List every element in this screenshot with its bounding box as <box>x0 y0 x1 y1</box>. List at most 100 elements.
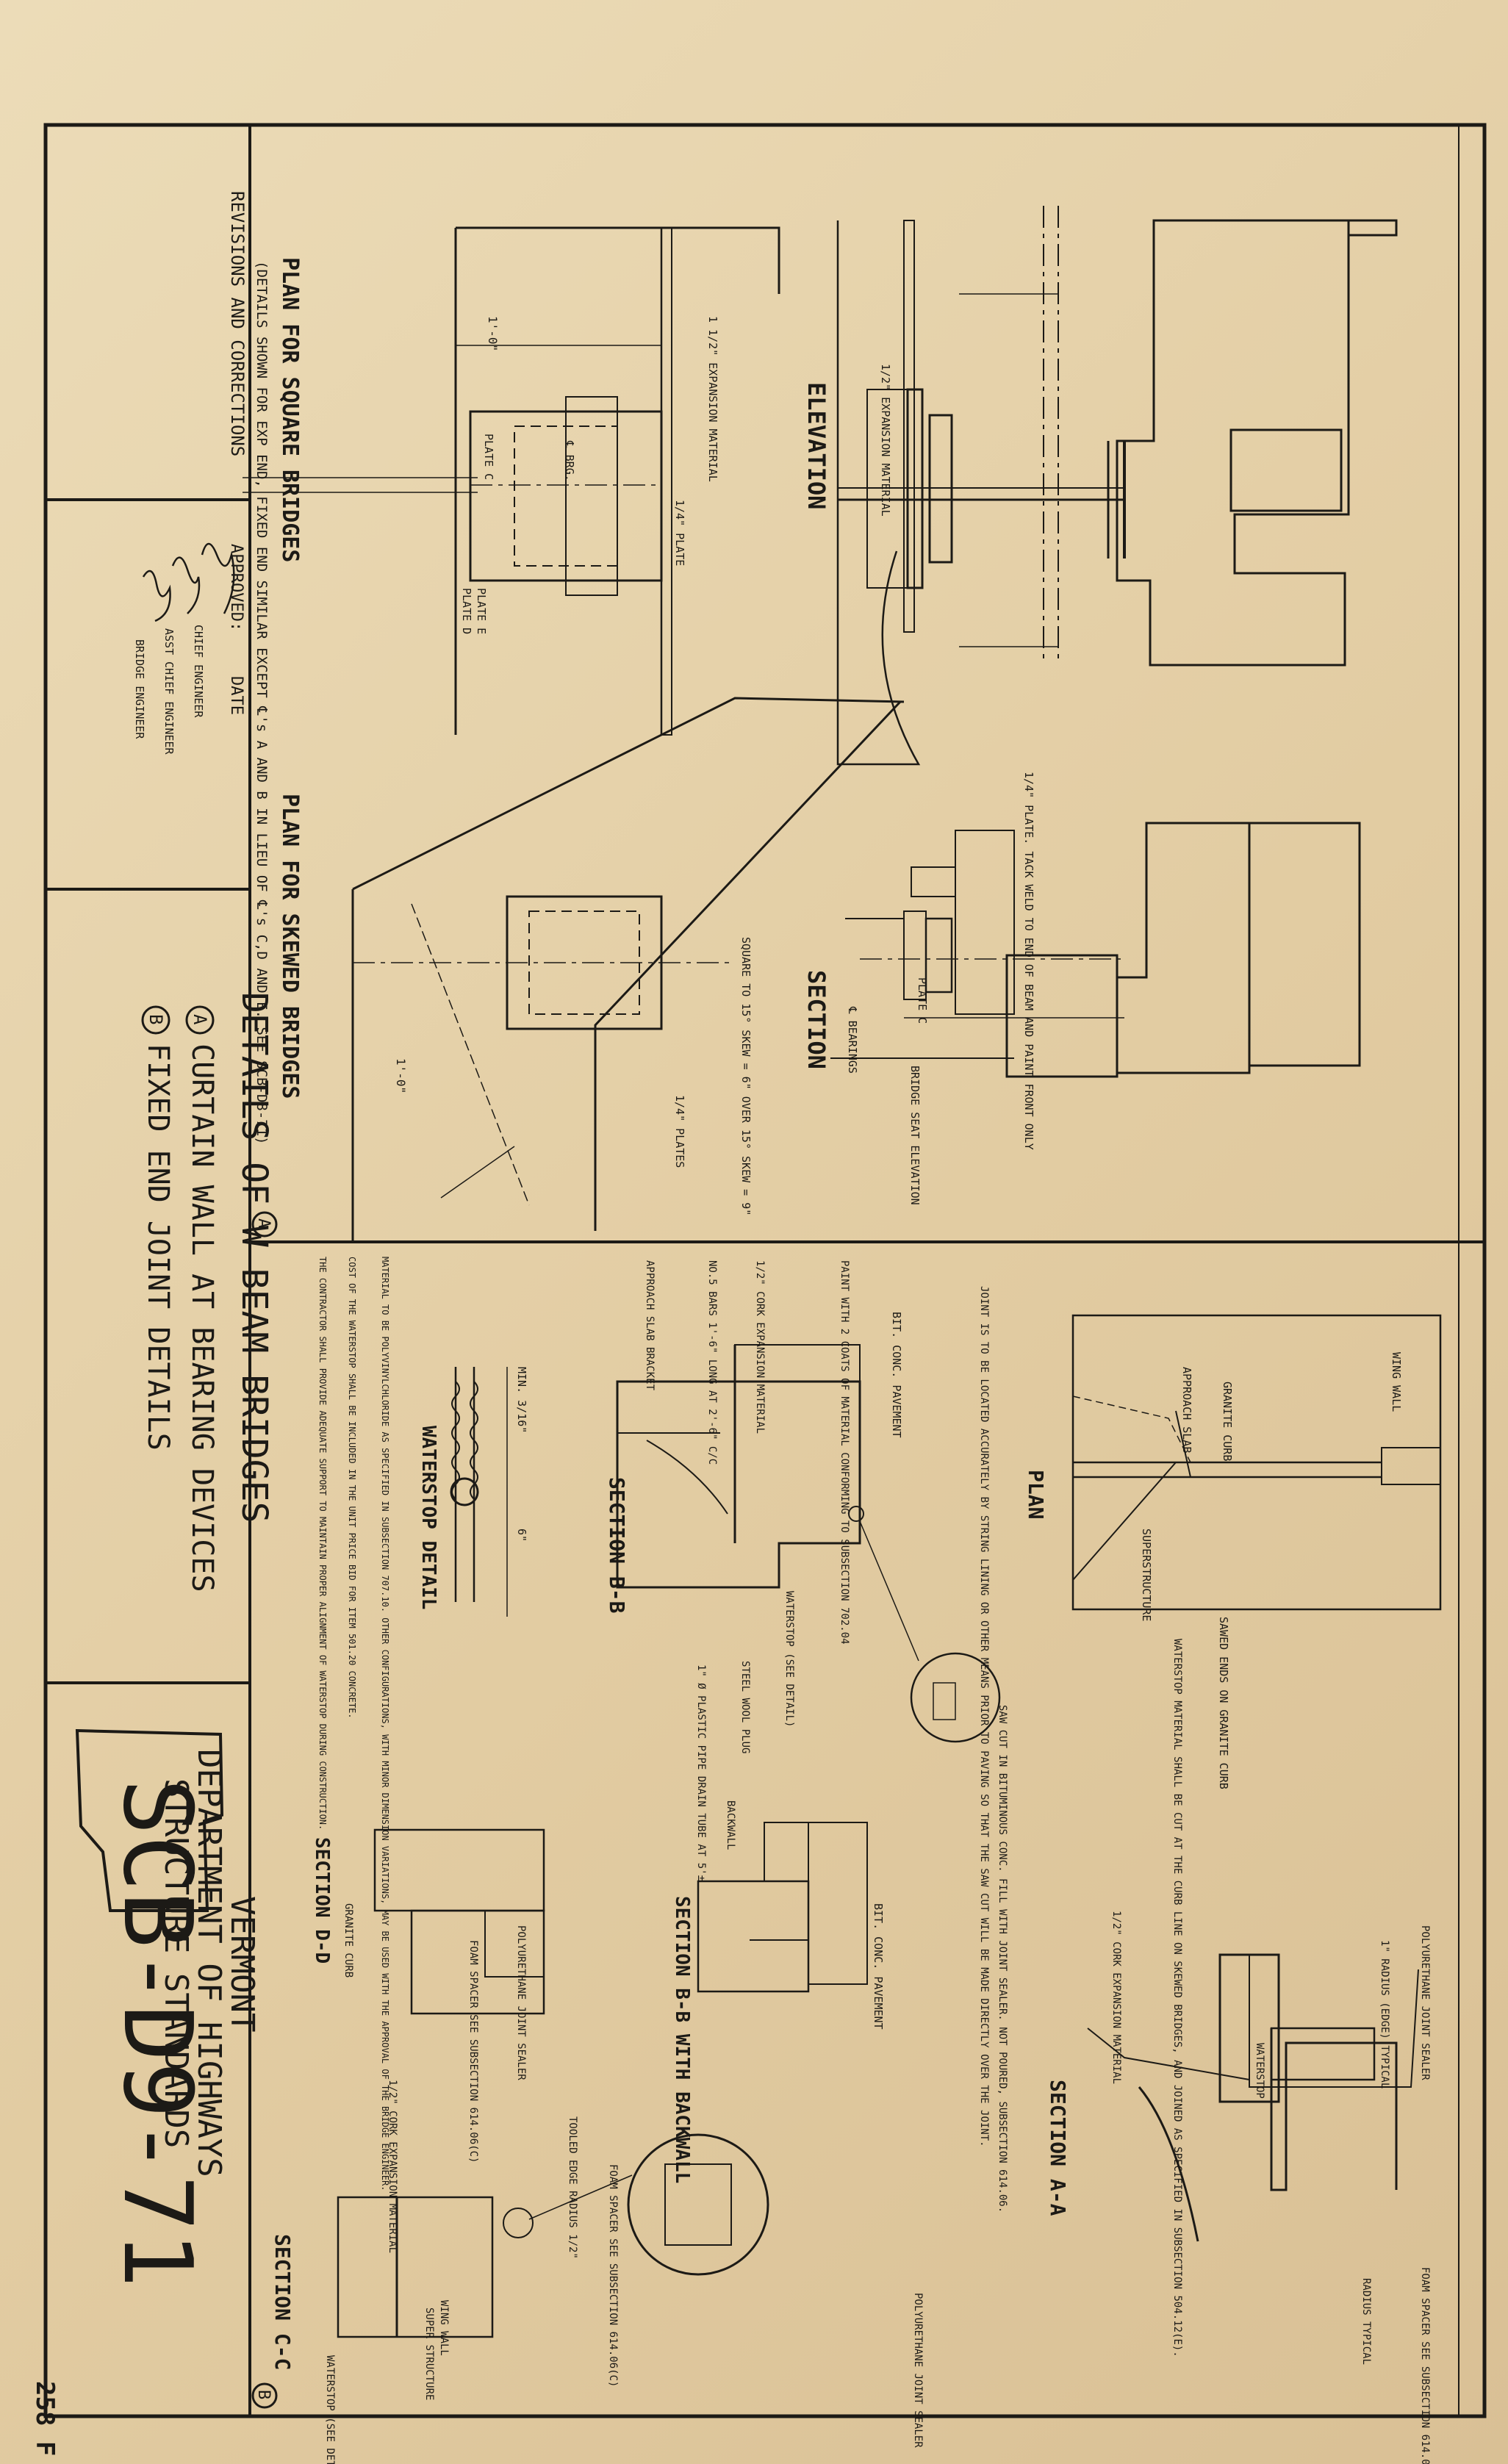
label-bit-conc-pavement: BIT. CONC. PAVEMENT <box>890 1312 903 1438</box>
elevation-view <box>836 206 1398 766</box>
item-a-text: CURTAIN WALL AT BEARING DEVICES <box>185 1044 219 1592</box>
approved-label: APPROVED: <box>227 544 245 631</box>
signature-chief <box>201 542 235 614</box>
section-title: SECTION <box>803 970 830 1069</box>
section-masonry <box>1248 822 1361 1067</box>
label-plate-c-section: PLATE C <box>916 977 929 1024</box>
plan-b-title: PLAN <box>1024 1470 1048 1519</box>
abutment-concrete <box>1116 219 1350 667</box>
label-plate-e: PLATE E <box>475 588 488 634</box>
sheet-number: SCB-D9-71 <box>102 1778 212 2288</box>
label-waterstop-see-detail: WATERSTOP (SEE DETAIL) <box>783 1591 795 1727</box>
label-polyurethane-cc: POLYURETHANE JOINT SEALER <box>912 2293 924 2448</box>
section-cc-title: SECTION C-C <box>270 2234 295 2370</box>
department-label: DEPARTMENT OF HIGHWAYS <box>190 1749 228 2177</box>
item-b-badge <box>141 1005 170 1035</box>
signature-asst <box>171 556 201 614</box>
label-waterstop-aa: WATERSTOP <box>1254 2043 1265 2099</box>
vermont-state-outline <box>75 1728 224 1912</box>
section-a-a <box>1087 1953 1419 2242</box>
section-bb-title: SECTION B-B <box>605 1477 629 1613</box>
item-a-marker: A <box>190 1014 210 1025</box>
masonry-block <box>1229 428 1343 512</box>
label-wing-wall: WING WALL <box>1390 1352 1403 1412</box>
title-block <box>46 498 250 1912</box>
label-no5-bars: NO.5 BARS 1'-6" LONG AT 2'-6" C/C <box>706 1260 718 1465</box>
plan-square-note: (DETAILS SHOWN FOR EXP END, FIXED END SI… <box>254 261 270 1145</box>
item-b-marker: B <box>146 1014 166 1024</box>
plan-square-bridges <box>243 226 780 736</box>
label-waterstop-cc: WATERSTOP (SEE DETAIL) <box>324 2355 336 2464</box>
elevation-title: ELEVATION <box>803 382 830 509</box>
label-plate-d: PLATE D <box>460 588 473 634</box>
section-dd-title: SECTION D-D <box>311 1837 333 1964</box>
label-foam-spacer-cc: FOAM SPACER SEE SUBSECTION 614.06(C) <box>607 2164 619 2387</box>
expansion-material <box>903 220 915 633</box>
item-a-badge <box>185 1005 215 1035</box>
part-b-badge <box>251 2382 278 2409</box>
bridge-engineer-label: BRIDGE ENGINEER <box>133 639 146 739</box>
label-paint-coats: PAINT WITH 2 COATS OF MATERIAL CONFORMIN… <box>839 1260 850 1645</box>
label-saw-cut: SAW CUT IN BITUMINOUS CONC. FILL WITH JO… <box>997 1705 1008 2213</box>
label-min: MIN. 3/16" <box>515 1367 528 1433</box>
plan-skewed-title: PLAN FOR SKEWED BRIDGES <box>277 794 303 1099</box>
title-main: DETAILS OF W BEAM BRIDGES <box>234 992 275 1523</box>
signature-bridge <box>142 570 171 622</box>
sheet-border <box>43 123 1487 2418</box>
agency-label: VERMONT <box>223 1896 261 2032</box>
label-exp-material-1-half: 1 1/2" EXPANSION MATERIAL <box>706 316 719 482</box>
label-bearings: ℄ BEARINGS <box>846 1006 859 1074</box>
label-tooled-edge: TOOLED EDGE RADIUS 1/2" <box>567 2116 578 2259</box>
label-polyurethane-dd: POLYURETHANE JOINT SEALER <box>515 1925 527 2080</box>
label-superstructure-cc: SUPER STRUCTURE <box>423 2307 435 2400</box>
label-joint-note: JOINT IS TO BE LOCATED ACCURATELY BY STR… <box>978 1286 990 2147</box>
label-plates-quarter: 1/4" PLATES <box>673 1095 686 1168</box>
label-cork: 1/2" CORK EXPANSION MATERIAL <box>754 1260 766 1434</box>
label-superstructure: SUPERSTRUCTURE <box>1140 1529 1153 1621</box>
label-one-foot-skew: 1'-0" <box>394 1058 408 1093</box>
label-backwall: BACKWALL <box>725 1800 736 1850</box>
part-a-marker: A <box>254 1218 273 1228</box>
section-aa-title: SECTION A-A <box>1046 2080 1070 2216</box>
label-bit-conc-pavement-2: BIT. CONC. PAVEMENT <box>872 1903 885 2030</box>
section-concrete <box>1116 822 1251 1074</box>
label-drain-tube: 1" Ø PLASTIC PIPE DRAIN TUBE AT 5'± <box>695 1664 707 1881</box>
section-d-d <box>373 1828 545 2015</box>
label-approach-slab-bracket: APPROACH SLAB BRACKET <box>644 1260 656 1391</box>
section-b-b <box>616 1344 1001 1743</box>
label-cork-aa: 1/2" CORK EXPANSION MATERIAL <box>1110 1911 1122 2084</box>
part-a-badge <box>251 1211 278 1238</box>
waterstop-detail <box>450 1367 508 1617</box>
bearing-plate <box>928 414 953 564</box>
label-square-to-skew: SQUARE TO 15° SKEW = 6" OVER 15° SKEW = … <box>739 937 753 1215</box>
label-cost-text: COST OF THE WATERSTOP SHALL BE INCLUDED … <box>347 1257 357 1719</box>
plan-skewed-bridges <box>351 697 905 1242</box>
series-label: STRUCTURE STANDARDS <box>157 1778 195 2148</box>
label-edge-typical: 1" RADIUS (EDGE) TYPICAL <box>1379 1940 1390 2088</box>
label-bridge-seat: BRIDGE SEAT ELEVATION <box>908 1066 922 1205</box>
label-brg: ℄ BRG. <box>563 440 576 481</box>
section-bb-backwall-title: SECTION B-B WITH BACKWALL <box>671 1896 693 2183</box>
label-contractor-text: THE CONTRACTOR SHALL PROVIDE ADEQUATE SU… <box>317 1257 328 1830</box>
section-view <box>830 822 1361 1078</box>
label-plate-c: PLATE C <box>482 434 495 480</box>
label-one-foot: 1'-0" <box>486 316 500 351</box>
label-polyurethane: POLYURETHANE JOINT SEALER <box>1419 1925 1431 2080</box>
label-plate-quarter: 1/4" PLATE <box>673 500 686 566</box>
label-foam-spacer: FOAM SPACER SEE SUBSECTION 614.06(C) <box>1419 2267 1431 2464</box>
date-label: DATE <box>227 676 245 715</box>
label-foam-spacer-dd: FOAM SPACER SEE SUBSECTION 614.06(C) <box>467 1940 479 2163</box>
label-wing-cc: WING WALL <box>438 2300 450 2356</box>
asst-chief-engineer-label: ASST CHIEF ENGINEER <box>162 628 176 755</box>
waterstop-detail-title: WATERSTOP DETAIL <box>417 1426 439 1609</box>
label-six-in: 6" <box>515 1529 528 1542</box>
label-granite-curb: GRANITE CURB <box>1221 1382 1234 1461</box>
label-approach-slab: APPROACH SLAB <box>1180 1367 1193 1453</box>
label-radius-typical: RADIUS TYPICAL <box>1360 2278 1372 2365</box>
label-granite-curb-dd: GRANITE CURB <box>342 1903 354 1978</box>
label-sawed-ends: SAWED ENDS ON GRANITE CURB <box>1217 1617 1230 1789</box>
plan-b <box>1071 1314 1442 1611</box>
chief-engineer-label: CHIEF ENGINEER <box>192 625 205 718</box>
label-tack-weld: 1/4" PLATE. TACK WELD TO END OF BEAM AND… <box>1022 772 1035 1150</box>
